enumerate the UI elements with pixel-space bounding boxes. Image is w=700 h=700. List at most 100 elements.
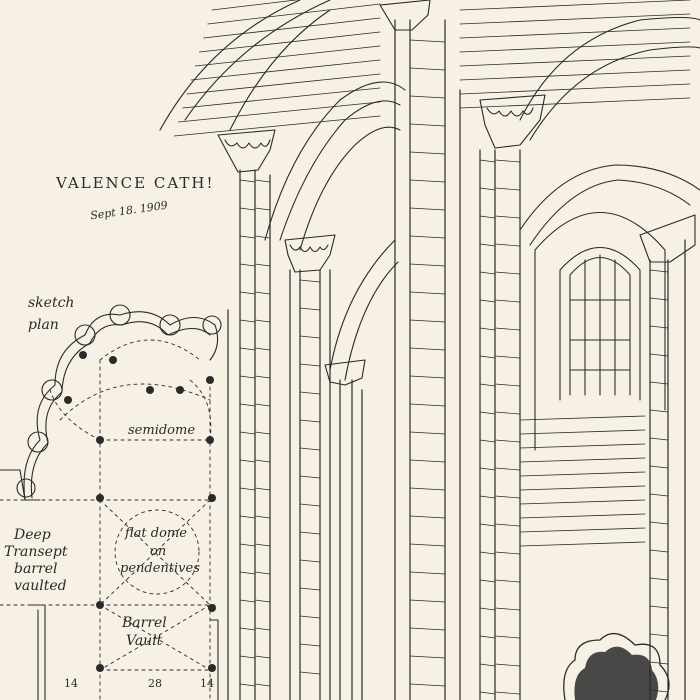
drum-joint xyxy=(239,627,256,631)
drum-joint xyxy=(479,579,496,583)
drum-joint xyxy=(239,403,256,407)
drum-joint xyxy=(479,355,496,359)
drum-joint xyxy=(239,459,256,463)
vault-label-line2: Vault xyxy=(126,633,163,649)
drum-joint xyxy=(649,605,669,609)
drum-joint xyxy=(254,179,271,183)
drum-joint xyxy=(299,307,321,311)
drum-joint xyxy=(239,291,256,295)
drum-joint xyxy=(649,577,669,581)
drum-joint xyxy=(479,663,496,667)
drum-joint xyxy=(254,263,271,267)
semidome-label: semidome xyxy=(128,423,196,438)
drum-joint xyxy=(494,551,521,555)
drum-joint xyxy=(649,325,669,329)
drum-joint xyxy=(254,571,271,575)
drum-joint xyxy=(649,549,669,553)
plan-dashed-lines xyxy=(0,339,216,700)
drum-joint xyxy=(254,627,271,631)
drum-joint xyxy=(254,599,271,603)
masonry-course xyxy=(459,83,691,95)
drum-joint xyxy=(239,543,256,547)
masonry-course xyxy=(459,41,691,53)
drum-joint xyxy=(254,459,271,463)
drum-joint xyxy=(479,467,496,471)
plan-label-line2: plan xyxy=(28,317,59,333)
drum-joint xyxy=(409,95,446,99)
masonry-course xyxy=(194,45,381,67)
drum-joint xyxy=(239,515,256,519)
plan-column-dot xyxy=(109,356,117,364)
arches xyxy=(159,0,700,451)
drum-joint xyxy=(239,655,256,659)
dome-label-line1: flat dome xyxy=(125,526,187,541)
drum-joint xyxy=(479,299,496,303)
drum-joint xyxy=(239,235,256,239)
plan-column-dot xyxy=(96,494,104,502)
drum-joint xyxy=(239,375,256,379)
drum-joint xyxy=(494,383,521,387)
drum-joint xyxy=(494,579,521,583)
drum-joint xyxy=(409,67,446,71)
masonry-course xyxy=(519,443,646,449)
masonry-course xyxy=(519,499,646,505)
drum-joint xyxy=(479,187,496,191)
drum-joint xyxy=(299,475,321,479)
masonry-course xyxy=(459,13,691,25)
drum-joint xyxy=(254,431,271,435)
drum-joint xyxy=(239,179,256,183)
masonry-course xyxy=(519,415,646,421)
drum-joint xyxy=(649,661,669,665)
drum-joint xyxy=(479,607,496,611)
masonry-course xyxy=(459,0,691,11)
drum-joint xyxy=(649,465,669,469)
masonry-course xyxy=(177,101,381,123)
plan-column-dots xyxy=(64,351,216,672)
drum-joint xyxy=(409,39,446,43)
drum-joint xyxy=(254,683,271,687)
drum-joint xyxy=(299,559,321,563)
masonry-course xyxy=(519,541,646,547)
drum-joint xyxy=(239,263,256,267)
drum-joint xyxy=(254,403,271,407)
drum-joint xyxy=(254,543,271,547)
masonry-course xyxy=(519,471,646,477)
drum-joint xyxy=(479,243,496,247)
dome-label-line2: on xyxy=(150,544,167,559)
drum-joint xyxy=(409,123,446,127)
drum-joint xyxy=(494,607,521,611)
drum-joint xyxy=(479,383,496,387)
plan-column-dot xyxy=(96,601,104,609)
drum-joint xyxy=(494,439,521,443)
drum-joint xyxy=(409,599,446,603)
drum-joint xyxy=(479,215,496,219)
drum-joint xyxy=(494,467,521,471)
drum-joint xyxy=(409,487,446,491)
drum-joint xyxy=(254,207,271,211)
column-capitals xyxy=(217,0,696,386)
drum-joint xyxy=(299,615,321,619)
drum-joint xyxy=(494,635,521,639)
drum-joint xyxy=(239,347,256,351)
drum-joint xyxy=(494,691,521,695)
drum-joint xyxy=(649,633,669,637)
drum-joint xyxy=(239,599,256,603)
masonry-course xyxy=(211,0,300,11)
drum-joint xyxy=(494,663,521,667)
drum-joint xyxy=(409,151,446,155)
drum-joint xyxy=(479,327,496,331)
drum-joint xyxy=(494,327,521,331)
plan-column-dot xyxy=(208,664,216,672)
drum-joint xyxy=(409,347,446,351)
masonry-course xyxy=(519,527,646,533)
masonry-course xyxy=(190,59,381,81)
drum-joint xyxy=(254,347,271,351)
drum-joint xyxy=(254,235,271,239)
drum-joint xyxy=(649,353,669,357)
masonry-course xyxy=(519,429,646,435)
drum-joint xyxy=(254,319,271,323)
drum-joint xyxy=(409,207,446,211)
masonry-course xyxy=(198,31,381,53)
